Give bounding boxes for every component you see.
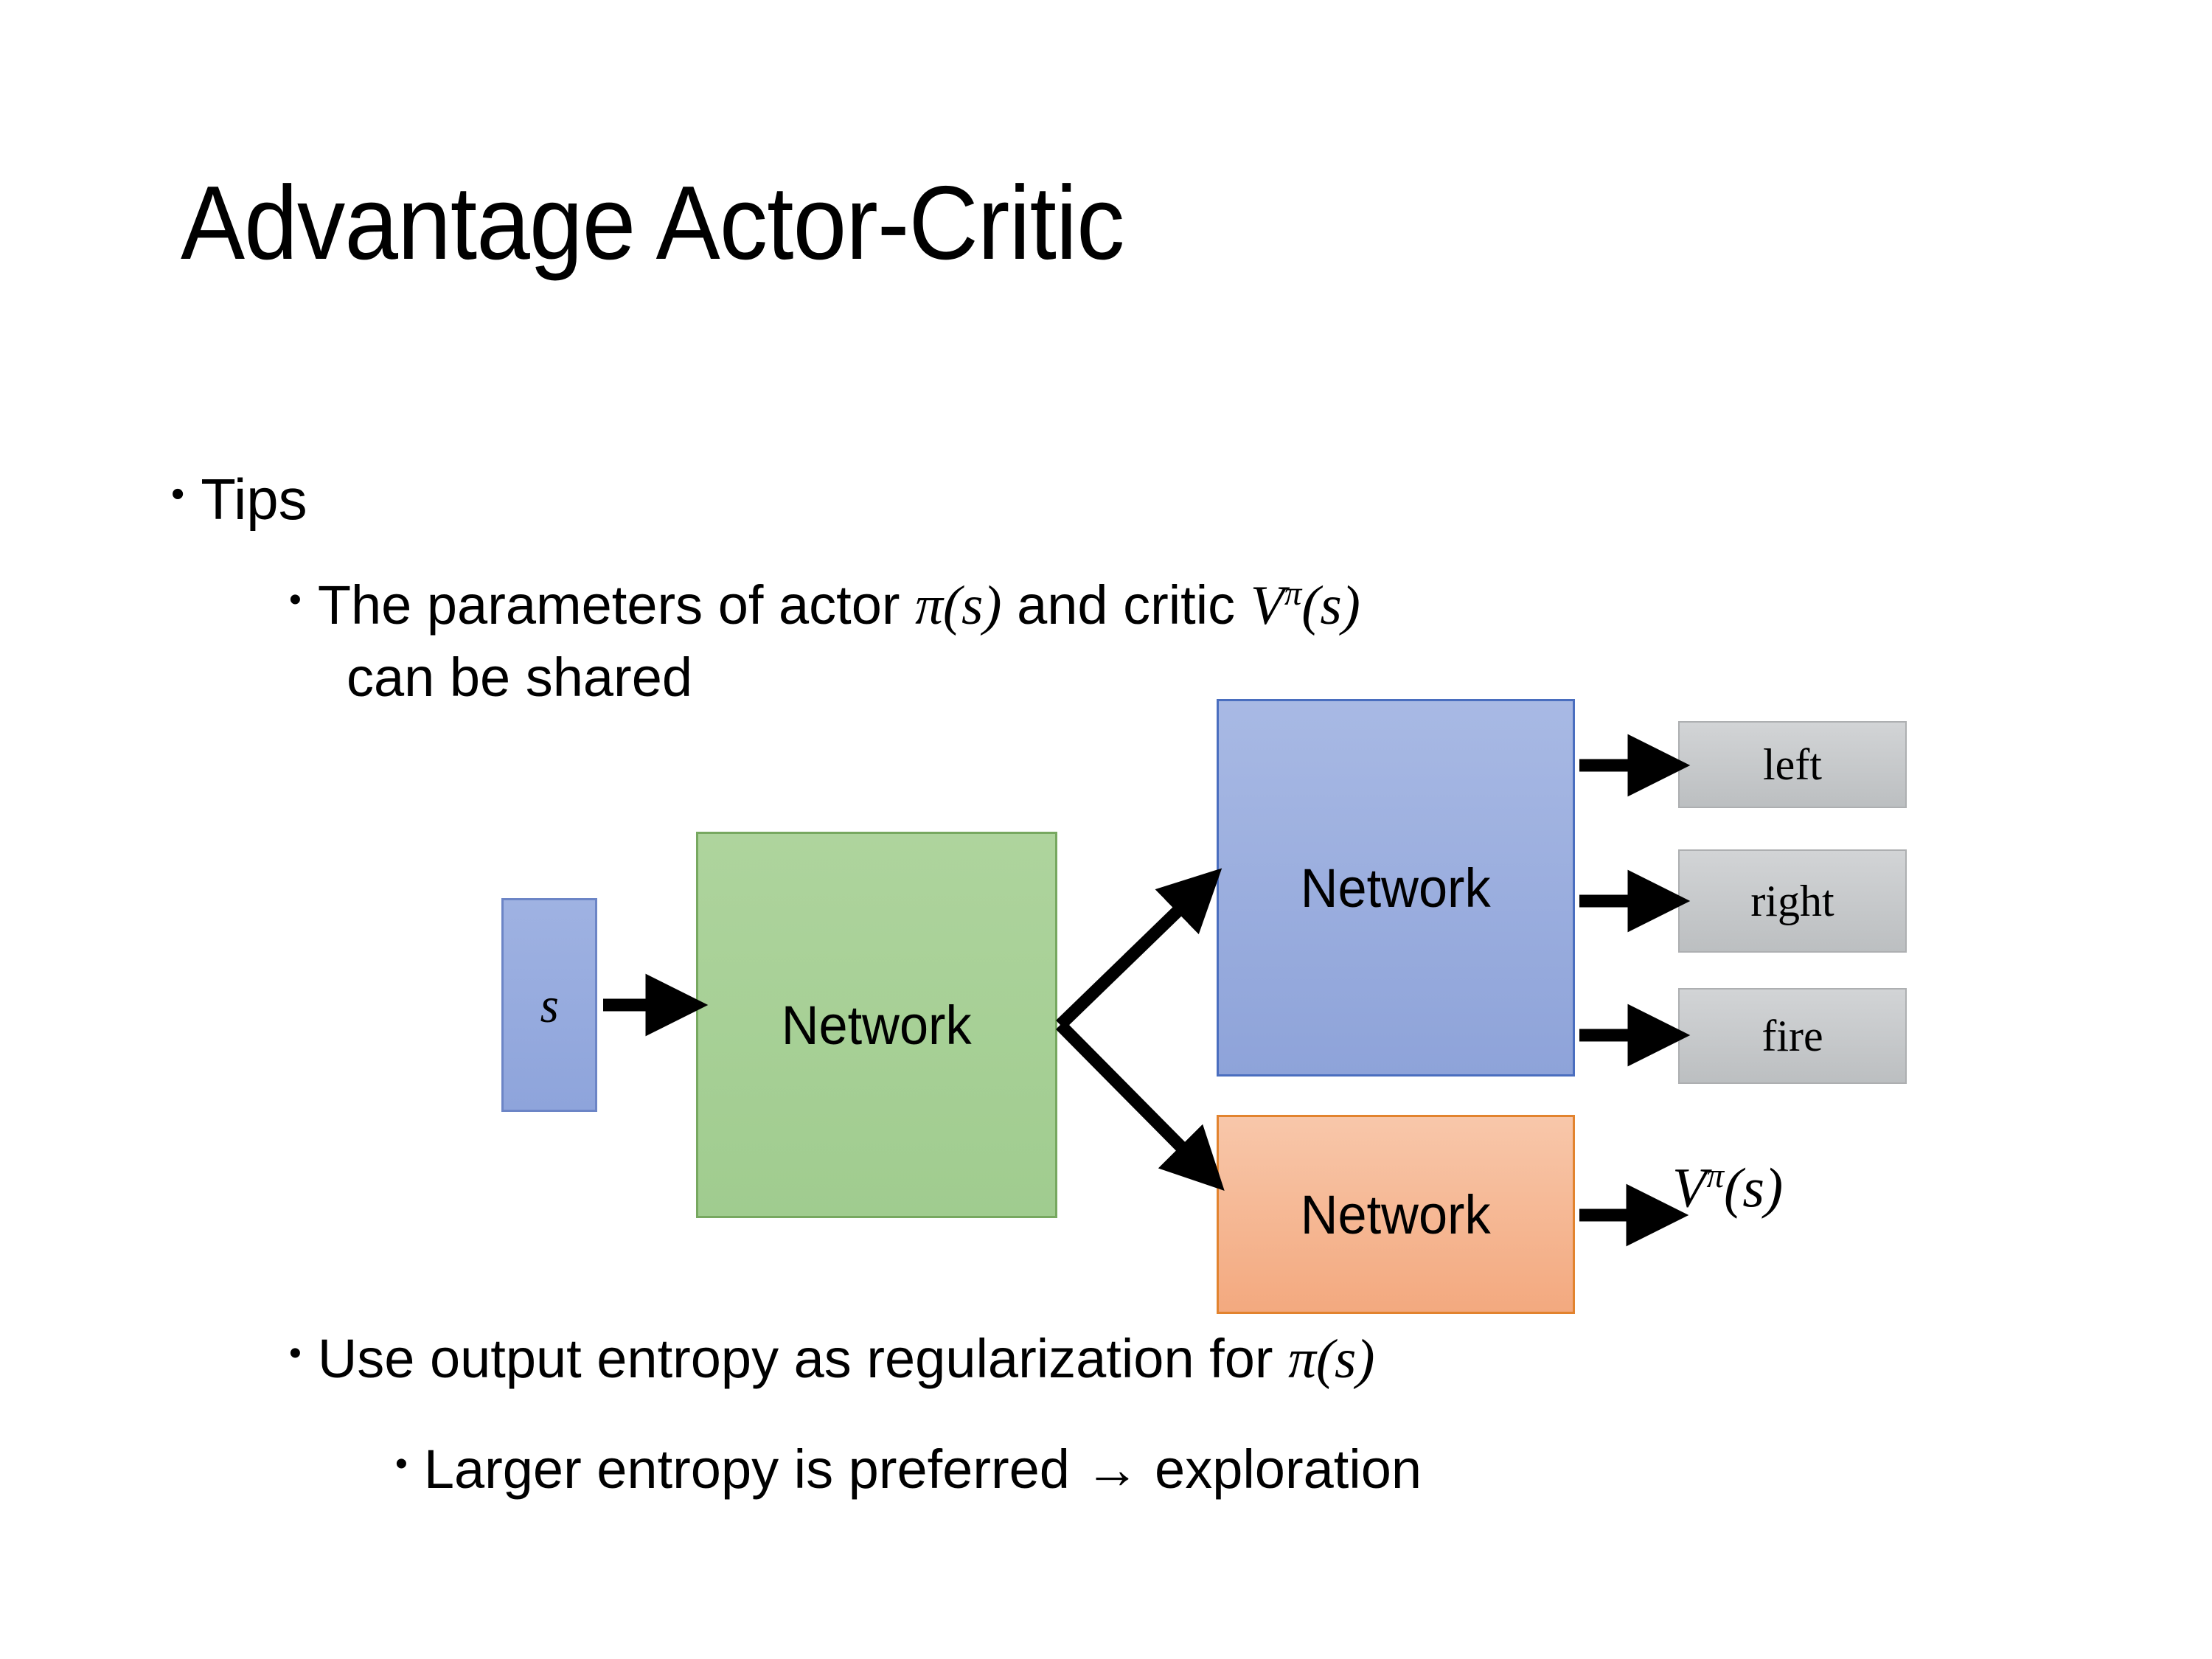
action-label-fire: fire (1761, 1011, 1823, 1060)
bullet-entropy-text: Use output entropy as regularization for… (318, 1327, 1375, 1391)
shared-network-label: Network (782, 994, 972, 1056)
bullet-parameters-lead: The parameters of actor (317, 574, 916, 636)
actor-network-label: Network (1301, 857, 1491, 919)
bullet-marker-icon: • (289, 1334, 302, 1373)
math-policy-pi-s: π(s) (1288, 1329, 1375, 1390)
actor-network-box[interactable]: Network (1217, 699, 1575, 1077)
shared-network-box[interactable]: Network (696, 832, 1057, 1218)
bullet-output-entropy: • Use output entropy as regularization f… (289, 1327, 1375, 1391)
state-input-label: s (540, 976, 559, 1033)
bullet-parameters-shared: • The parameters of actor π(s) and criti… (289, 574, 1360, 638)
action-label-right: right (1750, 876, 1834, 925)
page-title: Advantage Actor-Critic (181, 164, 1124, 282)
math-value-v-pi-s: Vπ(s) (1250, 574, 1360, 637)
critic-network-label: Network (1301, 1183, 1491, 1245)
bullet-marker-icon: • (395, 1444, 408, 1484)
bullet-parameters-line1: The parameters of actor π(s) and critic … (318, 574, 1360, 638)
bullet-tips-label: Tips (201, 467, 307, 532)
action-output-right[interactable]: right (1678, 849, 1907, 953)
value-output-argument: (s) (1724, 1157, 1784, 1220)
math-value-argument: (s) (1301, 575, 1360, 637)
bullet-parameters-middle: and critic (1001, 574, 1251, 636)
critic-network-box[interactable]: Network (1217, 1115, 1575, 1314)
math-value-base: V (1250, 575, 1284, 637)
bullet-tips: • Tips (171, 466, 307, 533)
math-value-superscript: π (1284, 574, 1302, 613)
bullet-larger-entropy: • Larger entropy is preferred → explorat… (395, 1438, 1422, 1500)
arrow-shared-to-critic (1055, 1020, 1225, 1191)
arrow-shared-to-actor (1056, 868, 1222, 1030)
action-label-left: left (1763, 740, 1822, 789)
bullet-parameters-line2: can be shared (347, 647, 693, 708)
action-output-fire[interactable]: fire (1678, 988, 1907, 1084)
state-input-box[interactable]: s (501, 898, 597, 1112)
value-output-base: V (1672, 1157, 1707, 1220)
value-output-superscript: π (1706, 1157, 1725, 1195)
action-output-left[interactable]: left (1678, 721, 1907, 808)
math-policy-pi-s: π(s) (915, 575, 1002, 637)
bullet-larger-entropy-text: Larger entropy is preferred → exploratio… (423, 1439, 1422, 1500)
value-function-output: Vπ(s) (1672, 1156, 1783, 1220)
bullet-marker-icon: • (171, 473, 185, 515)
bullet-marker-icon: • (289, 580, 302, 619)
bullet-entropy-lead: Use output entropy as regularization for (317, 1328, 1289, 1389)
